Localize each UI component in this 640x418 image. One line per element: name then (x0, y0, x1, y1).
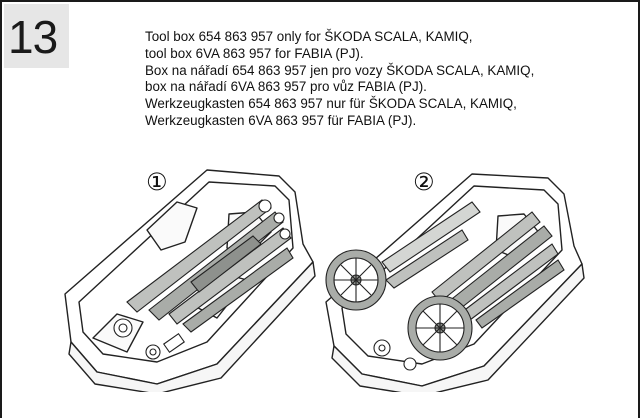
instruction-line-de-1: Werkzeugkasten 654 863 957 nur für ŠKODA… (145, 96, 517, 112)
instruction-line-cs-2: box na nářadí 6VA 863 957 pro vůz FABIA … (145, 79, 427, 95)
figure-marker-2: ② (413, 168, 435, 196)
step-number-box: 13 (4, 4, 69, 68)
instruction-text: Tool box 654 863 957 only for ŠKODA SCAL… (145, 29, 625, 130)
instruction-line-de-2: Werkzeugkasten 6VA 863 957 für FABIA (PJ… (145, 112, 417, 128)
instruction-line-cs-1: Box na nářadí 654 863 957 jen pro vozy Š… (145, 62, 535, 78)
instruction-line-en-1: Tool box 654 863 957 only for ŠKODA SCAL… (145, 29, 473, 44)
figure-marker-1: ① (146, 168, 168, 196)
instruction-line-en-2: tool box 6VA 863 957 for FABIA (PJ). (145, 45, 364, 61)
tool-box-illustration-1 (64, 169, 316, 392)
tool-box-illustration-2 (325, 173, 585, 392)
step-number: 13 (8, 11, 58, 63)
